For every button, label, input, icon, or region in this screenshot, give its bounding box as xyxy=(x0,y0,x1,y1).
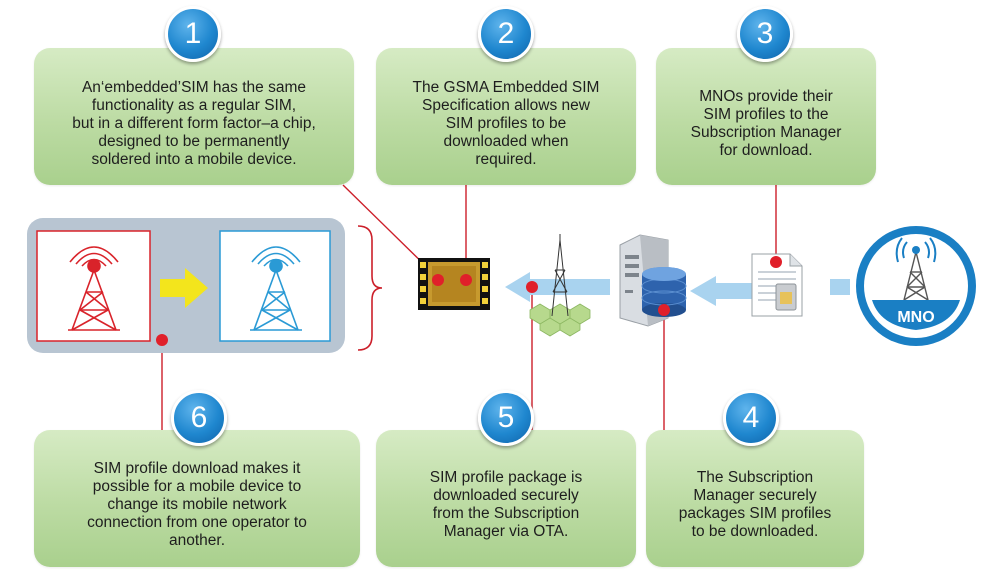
old-operator-frame xyxy=(36,230,151,342)
step-3-badge: 3 xyxy=(737,6,793,62)
mno-tower-icon xyxy=(856,226,976,346)
step-4-badge: 4 xyxy=(723,390,779,446)
profile-arrow-icon xyxy=(690,276,752,306)
ota-tower-icon xyxy=(526,234,591,337)
step-1-text: An‘embedded’SIM has the same functionali… xyxy=(72,78,316,168)
mno-label: MNO xyxy=(897,309,934,326)
step-6-box: SIM profile download makes it possible f… xyxy=(34,430,360,567)
download-arrow-icon xyxy=(505,272,610,302)
step-5-text: SIM profile package is downloaded secure… xyxy=(429,468,583,540)
bracket xyxy=(357,225,383,351)
step-3-text: MNOs provide their SIM profiles to the S… xyxy=(690,87,842,159)
new-operator-frame xyxy=(219,230,331,342)
step-3-box: MNOs provide their SIM profiles to the S… xyxy=(656,48,876,185)
cell-tower-red-icon xyxy=(68,246,120,331)
step-5-badge: 5 xyxy=(478,390,534,446)
step-1-badge: 1 xyxy=(165,6,221,62)
sim-chip-icon xyxy=(418,258,490,310)
step-6-badge: 6 xyxy=(171,390,227,446)
step-5-box: SIM profile package is downloaded secure… xyxy=(376,430,636,567)
step-2-text: The GSMA Embedded SIM Specification allo… xyxy=(412,78,600,168)
cell-tower-blue-icon xyxy=(250,246,302,331)
mno-arrow-icon xyxy=(806,279,850,295)
switch-arrow-icon xyxy=(160,268,208,308)
sim-document-icon xyxy=(751,253,803,317)
step-2-badge: 2 xyxy=(478,6,534,62)
step-4-box: The Subscription Manager securely packag… xyxy=(646,430,864,567)
step-4-text: The Subscription Manager securely packag… xyxy=(678,468,832,540)
server-database-icon xyxy=(619,234,687,327)
connector-dot xyxy=(156,334,168,346)
step-6-text: SIM profile download makes it possible f… xyxy=(87,459,307,549)
step-1-box: An‘embedded’SIM has the same functionali… xyxy=(34,48,354,185)
step-2-box: The GSMA Embedded SIM Specification allo… xyxy=(376,48,636,185)
